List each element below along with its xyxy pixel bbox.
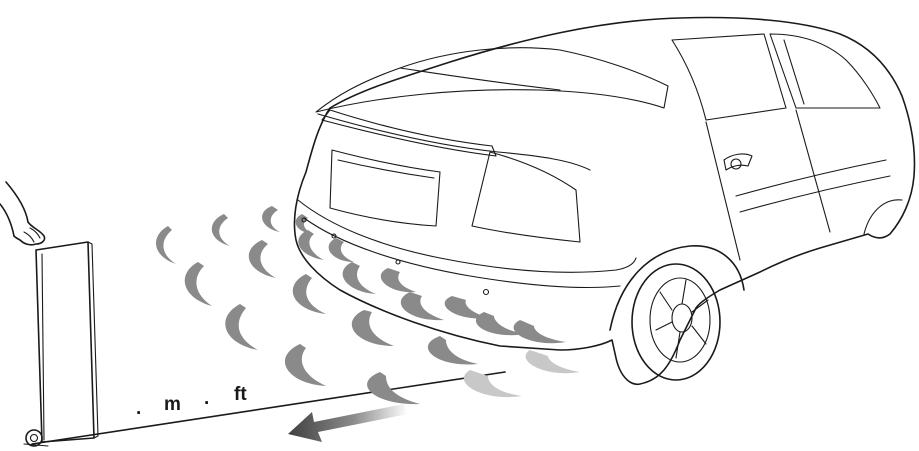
tail-light	[472, 152, 580, 242]
car	[294, 18, 914, 385]
rear-window	[316, 48, 668, 112]
spoiler	[322, 110, 496, 156]
obstacle-panel	[36, 242, 98, 442]
trunk-lid	[318, 114, 590, 170]
door-handle-icon	[724, 154, 752, 170]
ground-line	[32, 372, 505, 444]
distance-unit-meters: m	[164, 394, 181, 415]
reverse-direction-arrow	[288, 404, 408, 442]
ultrasonic-waves-light	[464, 350, 580, 397]
side-window-front	[672, 34, 786, 120]
hand-icon	[0, 182, 45, 245]
distance-dot-1: .	[136, 398, 141, 419]
distance-dot-2: .	[204, 388, 209, 409]
parking-sensor-3	[396, 260, 400, 264]
side-window-rear	[770, 34, 880, 108]
wheel	[632, 264, 720, 380]
distance-unit-feet: ft	[234, 384, 247, 405]
parking-sensor-4	[484, 290, 489, 295]
